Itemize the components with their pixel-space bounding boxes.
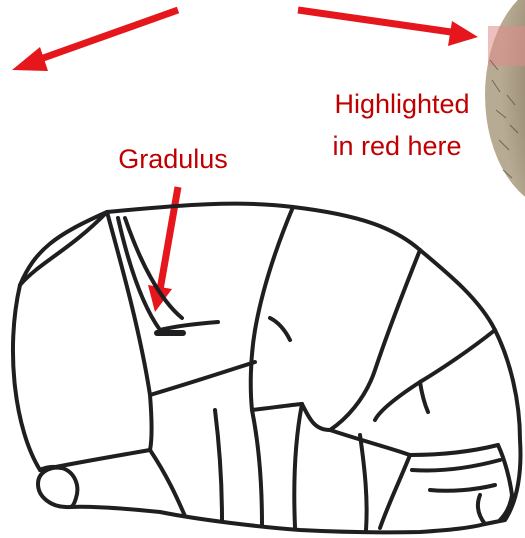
highlight-label-line1: Highlighted: [334, 89, 469, 119]
photo-highlight-band: [488, 26, 525, 66]
abdomen-outline: [13, 204, 521, 533]
highlight-label-line2: in red here: [332, 131, 461, 161]
arrow-top-right: [298, 10, 478, 46]
bee-photo-fragment: [485, 0, 525, 210]
arrow-top-left: [12, 10, 178, 71]
gradulus-label: Gradulus: [118, 144, 228, 174]
